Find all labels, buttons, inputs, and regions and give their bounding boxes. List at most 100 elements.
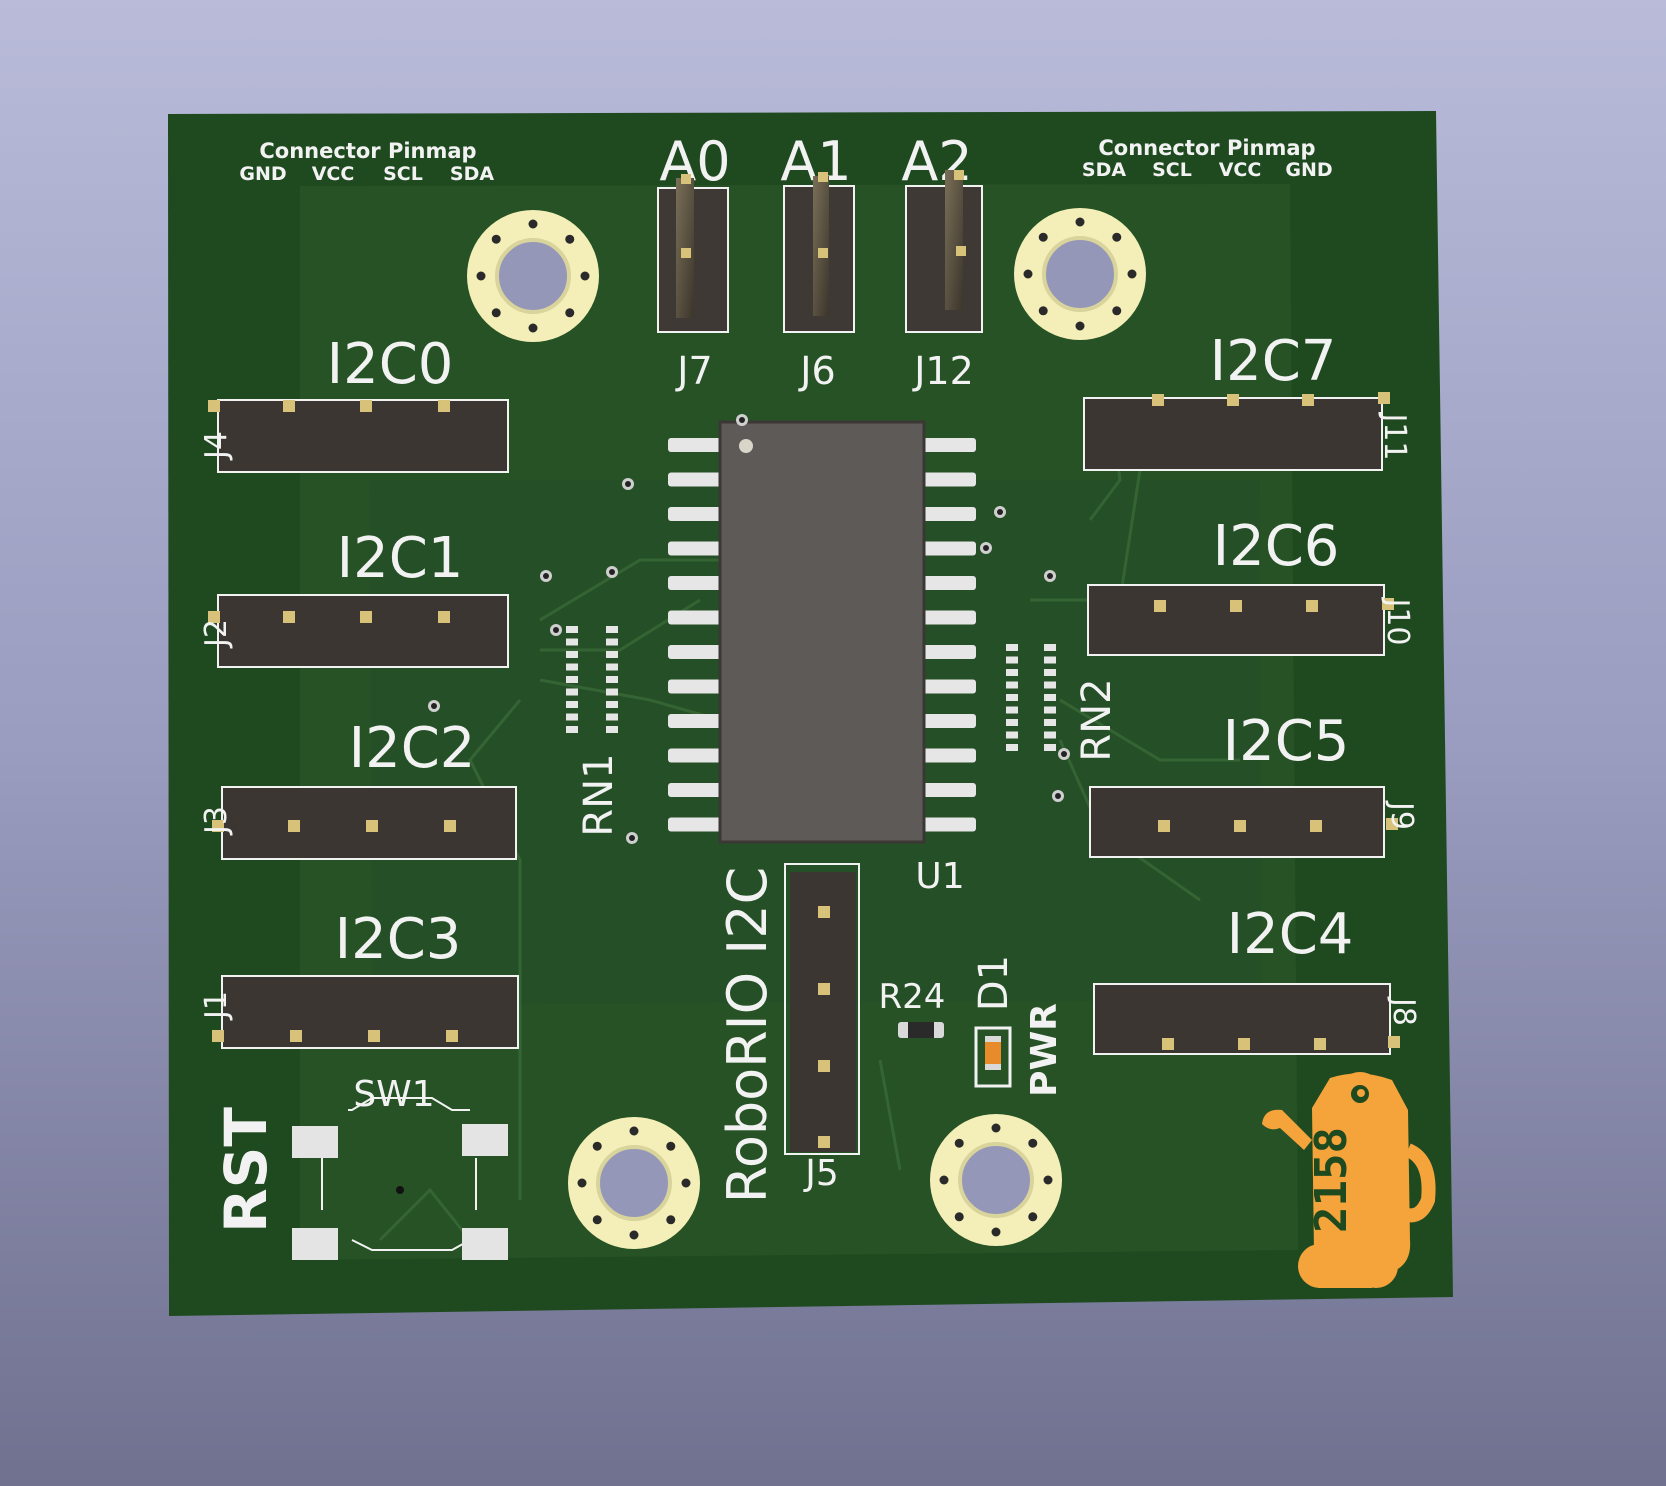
rn-pad (606, 651, 618, 658)
pinmap-right-pin-4: GND (1285, 159, 1332, 181)
ic-pin (668, 714, 722, 728)
header-i2c0-label: I2C0 (327, 332, 454, 397)
pinmap-left-pin-4: SDA (450, 163, 494, 185)
pinmap-right-title: Connector Pinmap (1098, 136, 1315, 160)
header-i2c1: I2C1 J2 (199, 526, 509, 668)
pinmap-left-pin-1: GND (239, 163, 286, 185)
pinmap-left-title: Connector Pinmap (259, 139, 476, 163)
ic-pin (922, 541, 976, 556)
roborio-connector: RoboRIO I2C J5 (716, 863, 860, 1204)
ic-pin (668, 610, 722, 625)
jumper-a1-ref: J6 (798, 349, 835, 393)
led-d1: D1 PWR (971, 955, 1065, 1097)
jumper-a2: A2 J12 (901, 130, 983, 393)
rn-pad (1044, 694, 1056, 701)
header-i2c3-label: I2C3 (335, 907, 462, 972)
rn-pad (606, 701, 618, 708)
ic-pin (668, 472, 722, 487)
jumper-a1: A1 J6 (780, 130, 855, 393)
ic-pin (922, 576, 976, 590)
header-i2c5-label: I2C5 (1223, 709, 1350, 774)
ic-pin (668, 748, 722, 763)
rn-pad (566, 701, 578, 708)
header-i2c2-label: I2C2 (349, 716, 476, 781)
rn-pad (1044, 656, 1056, 664)
rn-pad (1044, 731, 1056, 739)
rn-pad (566, 726, 578, 733)
r24-ref: R24 (879, 977, 946, 1017)
rn1-ref: RN1 (576, 753, 622, 836)
rn-pad (566, 713, 578, 721)
ic-pin (668, 541, 722, 556)
rn-pad (1006, 694, 1018, 701)
pinmap-left: Connector Pinmap GND VCC SCL SDA (239, 139, 494, 185)
ic-u1-ref: U1 (915, 856, 964, 897)
rn-pad (1006, 719, 1018, 726)
rn-pad (1044, 669, 1056, 676)
rn-pad (566, 651, 578, 658)
pinmap-left-pin-2: VCC (312, 163, 355, 185)
rn-pad (1006, 644, 1018, 651)
header-i2c5: I2C5 J9 (1089, 709, 1419, 858)
mounting-hole (930, 1114, 1062, 1246)
right-i2c-headers: I2C7 J11 I2C6 J10 I2C5 J9 I2C4 J8 (1083, 329, 1421, 1055)
header-i2c7-ref: J11 (1377, 411, 1412, 460)
pinmap-right-pin-2: SCL (1152, 159, 1192, 181)
sw1-ref: SW1 (353, 1074, 434, 1115)
rn-pad (606, 638, 618, 646)
sw1-label: RST (212, 1107, 280, 1233)
header-i2c6-ref: J10 (1380, 596, 1415, 645)
header-i2c4-ref: J8 (1386, 996, 1421, 1026)
address-jumpers: A0 J7 A1 J6 A2 J12 (657, 130, 983, 393)
header-i2c1-ref: J2 (199, 619, 234, 649)
header-i2c0: I2C0 J4 (199, 332, 509, 473)
mascot-number: 2158 (1306, 1127, 1357, 1233)
rn-pad (1044, 706, 1056, 714)
header-i2c3-ref: J1 (199, 991, 234, 1021)
header-i2c2: I2C2 J3 (199, 716, 517, 860)
mounting-hole (467, 210, 599, 342)
rn-pad (566, 676, 578, 683)
ic-pin (922, 817, 976, 832)
rn-pad (606, 713, 618, 721)
rn-pad (606, 726, 618, 733)
rn-pad (606, 663, 618, 671)
resistor-network-rn2: RN2 (1006, 644, 1120, 762)
ic-pin (922, 472, 976, 487)
rn-pad (1006, 706, 1018, 714)
ic-pin (922, 783, 976, 797)
rn-pad (1006, 731, 1018, 739)
mounting-hole (568, 1117, 700, 1249)
jumper-a0-label: A0 (659, 130, 730, 193)
pinmap-left-pin-3: SCL (383, 163, 423, 185)
header-i2c7: I2C7 J11 (1083, 329, 1412, 471)
roborio-ref: J5 (803, 1153, 839, 1194)
pinmap-right: Connector Pinmap SDA SCL VCC GND (1082, 136, 1333, 181)
ic-pin (922, 438, 976, 452)
d1-ref: D1 (971, 955, 1017, 1011)
resistor-r24: R24 (879, 977, 946, 1038)
reset-switch: SW1 RST (212, 1074, 508, 1260)
ic-u1: U1 (668, 420, 976, 897)
header-i2c6: I2C6 J10 (1087, 514, 1415, 656)
rn-pad (1006, 656, 1018, 664)
ic-pin (668, 783, 722, 797)
rn-pad (566, 663, 578, 671)
roborio-label: RoboRIO I2C (716, 867, 779, 1204)
ic-pin (668, 817, 722, 832)
rn-pad (606, 688, 618, 696)
ic-pin (922, 610, 976, 625)
robot-mascot-icon: 2158 (1262, 1072, 1436, 1288)
jumper-a0: A0 J7 (657, 130, 731, 393)
rn-pad (606, 626, 618, 633)
pinmap-right-pin-3: VCC (1219, 159, 1262, 181)
jumper-a0-ref: J7 (675, 349, 712, 393)
rn-pad (566, 638, 578, 646)
rn-pad (1006, 744, 1018, 751)
mounting-holes (467, 208, 1146, 1249)
header-i2c2-ref: J3 (199, 806, 234, 836)
mounting-hole (1014, 208, 1146, 340)
rn-pad (1044, 681, 1056, 689)
ic-pins (668, 438, 976, 832)
header-i2c3: I2C3 J1 (199, 907, 519, 1049)
